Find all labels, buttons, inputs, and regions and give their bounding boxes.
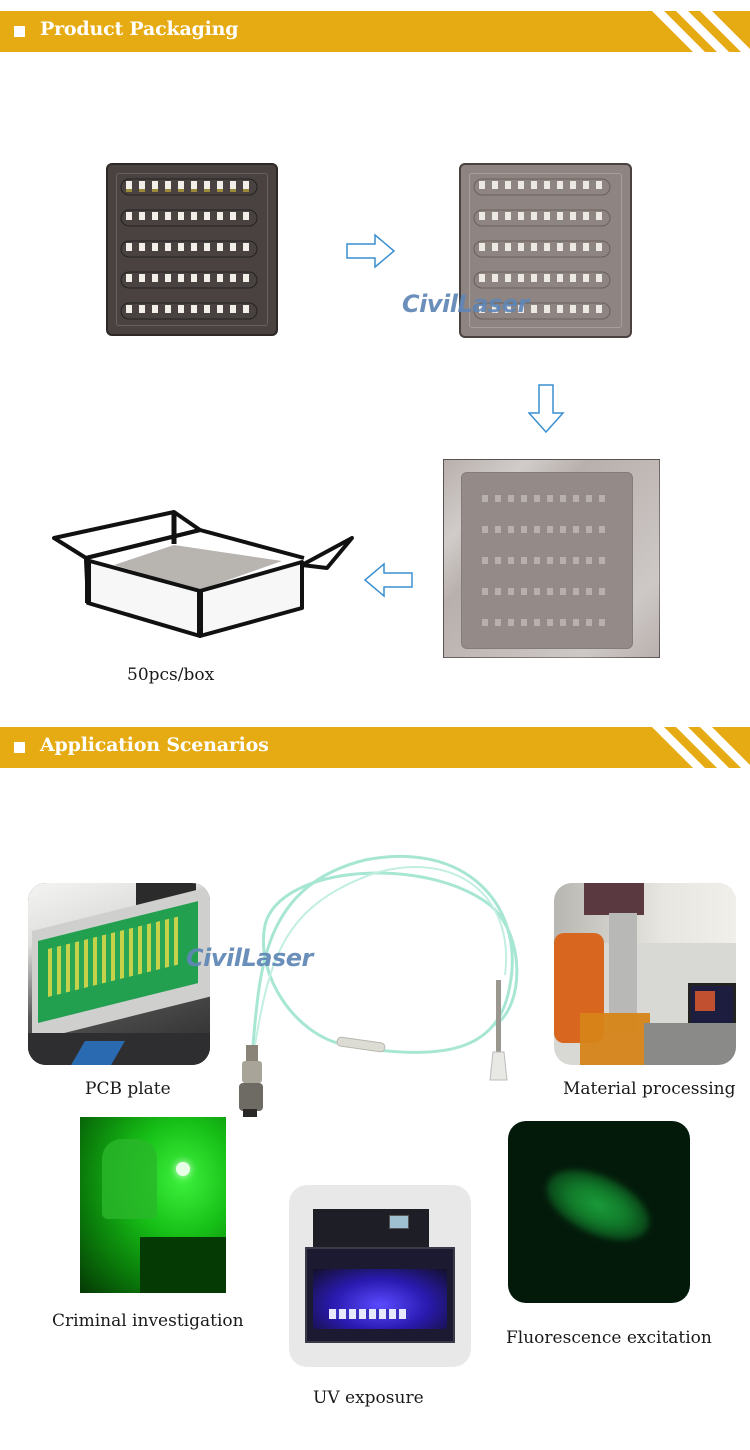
bullet-icon — [14, 742, 25, 753]
tray-bagged — [443, 459, 661, 659]
caption-pcb-plate: PCB plate — [85, 1079, 171, 1099]
cardboard-box-icon — [52, 510, 354, 638]
caption-fluorescence-excitation: Fluorescence excitation — [506, 1328, 712, 1348]
brand-watermark: CivilLaser — [402, 290, 529, 318]
photo-material-processing — [554, 883, 736, 1065]
laser-module-grid — [473, 178, 611, 320]
caption-material-processing: Material processing — [563, 1079, 736, 1099]
photo-uv-exposure — [289, 1185, 471, 1367]
photo-pcb-plate — [28, 883, 210, 1065]
arrow-right-icon — [346, 233, 396, 269]
caption-uv-exposure: UV exposure — [313, 1388, 424, 1408]
bullet-icon — [14, 26, 25, 37]
photo-fluorescence-excitation — [508, 1121, 690, 1303]
tray-covered — [459, 163, 632, 338]
box-quantity-caption: 50pcs/box — [127, 665, 215, 685]
fiber-optic-cable-icon — [239, 854, 519, 1117]
section-header-applications: Application Scenarios — [0, 727, 750, 768]
photo-criminal-investigation — [80, 1117, 226, 1293]
section-title: Application Scenarios — [40, 734, 269, 756]
laser-module-grid — [120, 178, 258, 320]
tray-with-lasers — [106, 163, 278, 336]
arrow-left-icon — [363, 562, 413, 598]
laser-module-grid — [482, 495, 605, 626]
section-title: Product Packaging — [40, 18, 239, 40]
arrow-down-icon — [528, 384, 565, 434]
section-header-packaging: Product Packaging — [0, 11, 750, 52]
stripes-decoration-icon — [652, 727, 750, 768]
brand-watermark: CivilLaser — [186, 944, 313, 972]
caption-criminal-investigation: Criminal investigation — [52, 1311, 244, 1331]
stripes-decoration-icon — [652, 11, 750, 52]
